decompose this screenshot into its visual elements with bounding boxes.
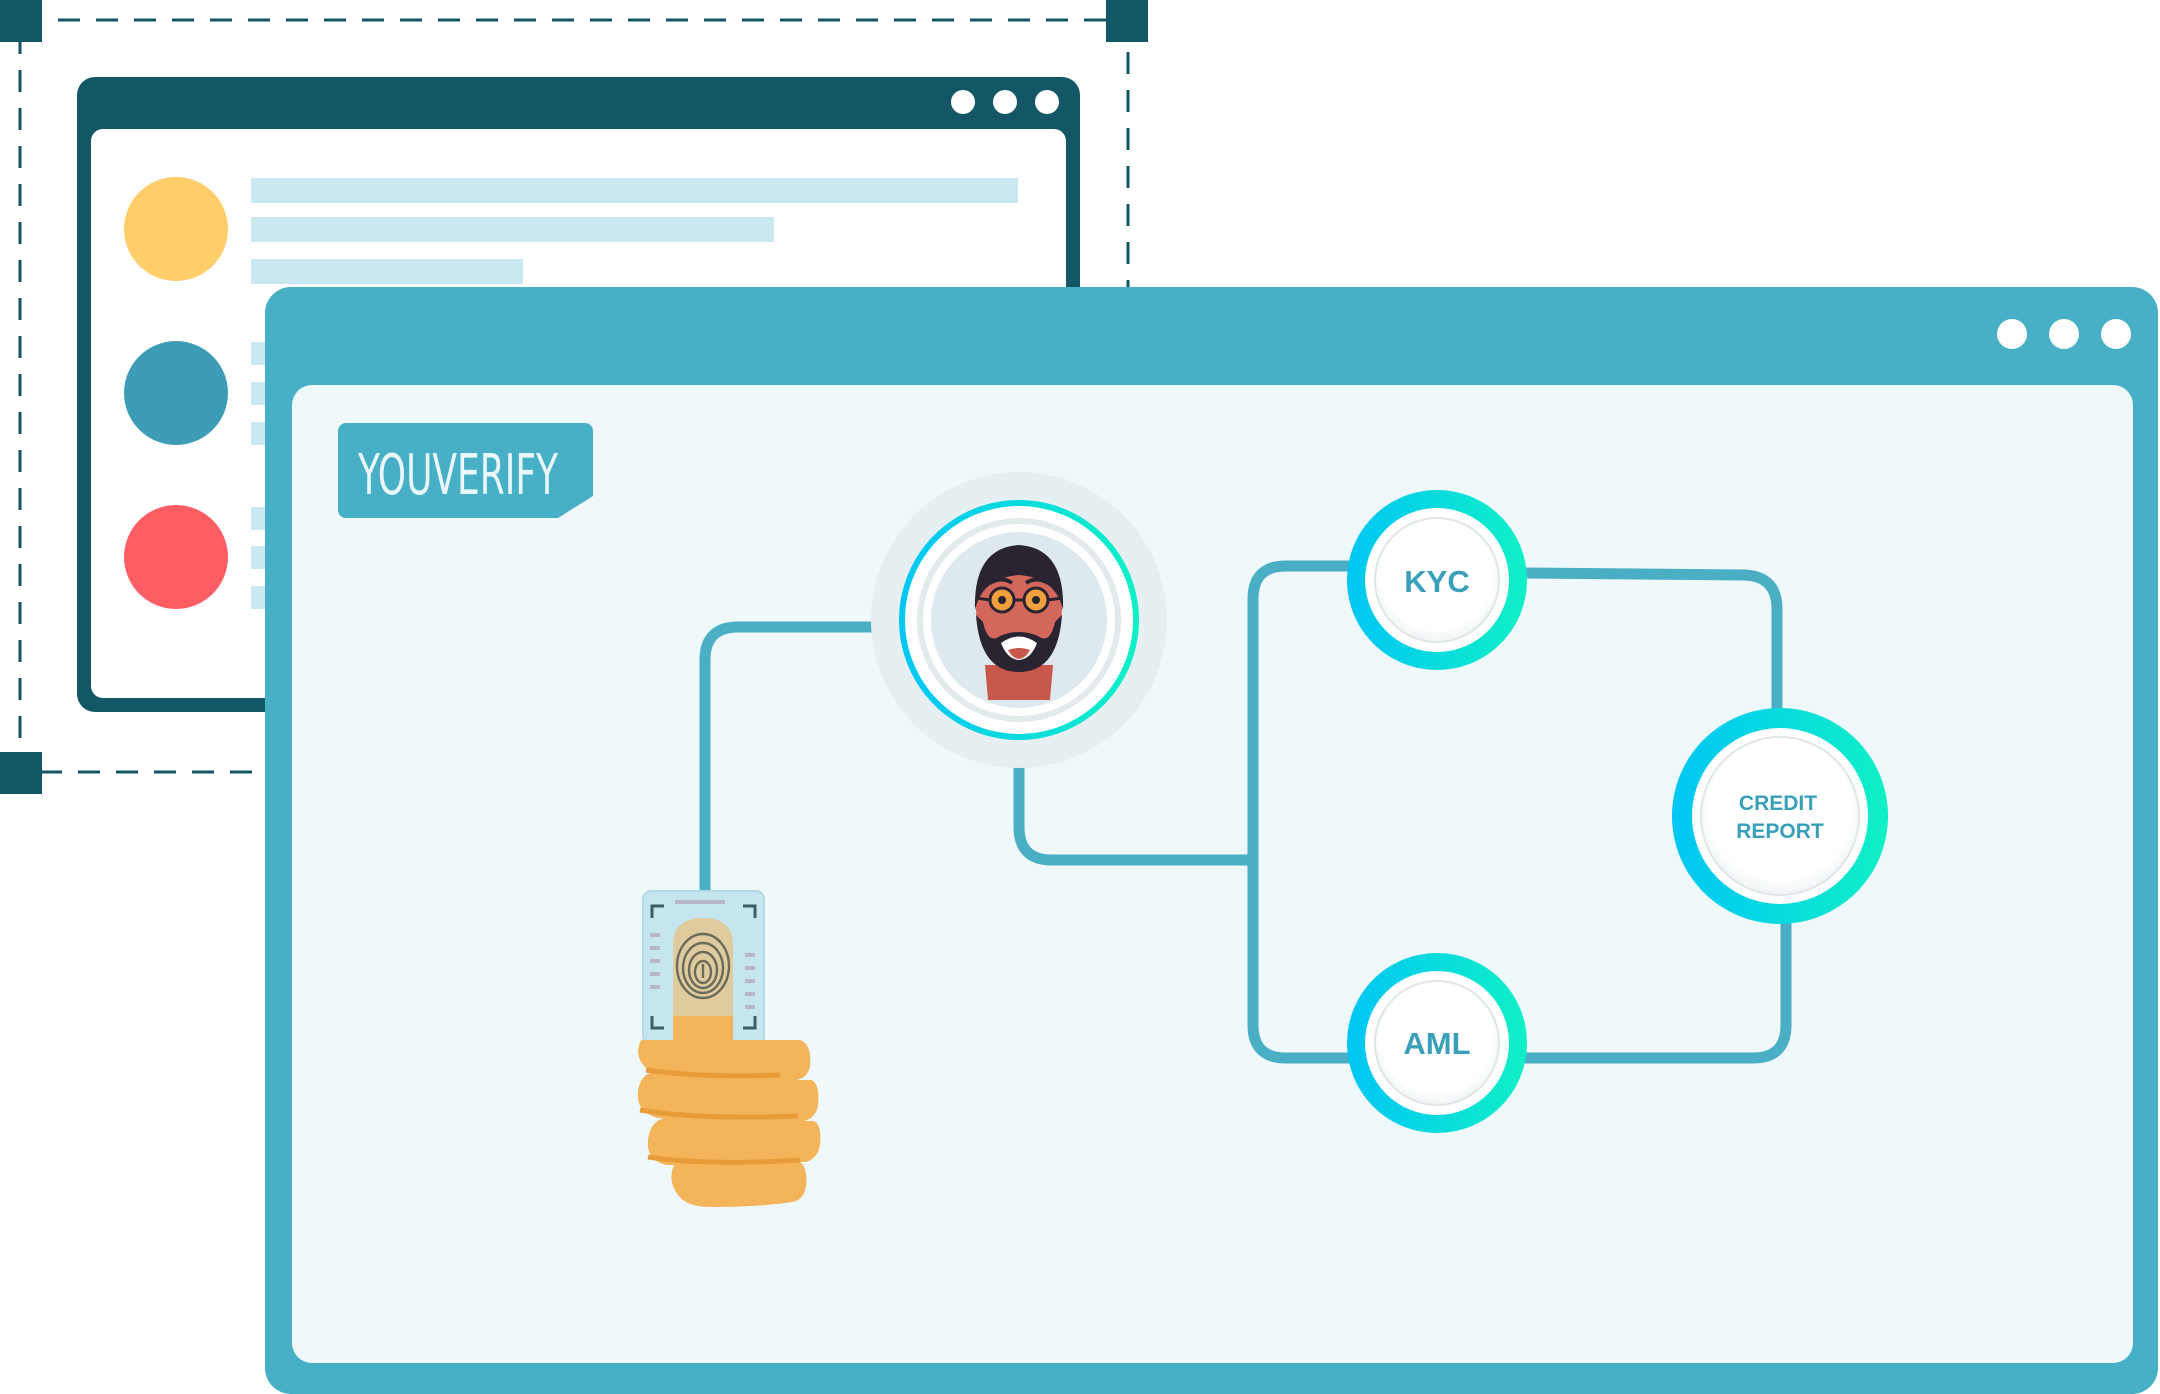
list-avatar-red (124, 505, 228, 609)
window-dot-icon (1035, 90, 1059, 114)
selection-handle-top-left[interactable] (0, 0, 42, 42)
window-dot-icon (1997, 319, 2027, 349)
connector-lines (699, 560, 1792, 1064)
credit-report-label-line1: CREDIT (1739, 792, 1817, 815)
thumbs-up-fingerprint-icon (637, 890, 821, 1207)
person-avatar-icon (974, 545, 1064, 700)
window-dot-icon (2049, 319, 2079, 349)
window-dot-icon (993, 90, 1017, 114)
identity-avatar-node (871, 472, 1167, 768)
kyc-node[interactable]: KYC (1347, 490, 1527, 670)
credit-report-label-line2: REPORT (1736, 820, 1824, 843)
aml-label: AML (1403, 1026, 1470, 1061)
youverify-logo: YOUVERIFY (338, 423, 593, 518)
selection-handle-top-right[interactable] (1106, 0, 1148, 42)
logo-text: YOUVERIFY (357, 443, 558, 508)
selection-handle-bottom-left[interactable] (0, 752, 42, 794)
kyc-label: KYC (1404, 564, 1469, 599)
list-bar (251, 178, 1018, 203)
credit-report-node[interactable]: CREDIT REPORT (1672, 708, 1888, 924)
window-dot-icon (2101, 319, 2131, 349)
fingerprint-icon (675, 932, 731, 1000)
list-avatar-blue (124, 341, 228, 445)
aml-node[interactable]: AML (1347, 953, 1527, 1133)
list-bar (251, 217, 774, 242)
list-bar (251, 259, 523, 284)
window-dot-icon (951, 90, 975, 114)
list-avatar-yellow (124, 177, 228, 281)
